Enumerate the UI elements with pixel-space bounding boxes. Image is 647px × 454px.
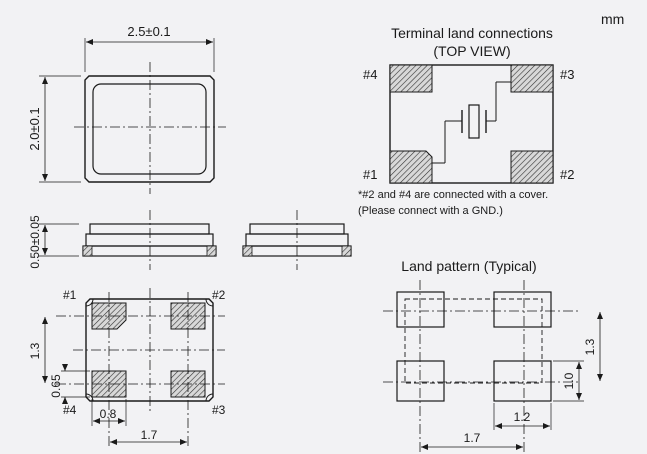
bottom-pad-width: 0.8 bbox=[100, 407, 117, 421]
side-view-front bbox=[39, 210, 217, 270]
terminal-label-4: #4 bbox=[363, 67, 377, 82]
bottom-pad-label-2: #2 bbox=[212, 288, 226, 302]
land-pad-height: 1.0 bbox=[562, 372, 576, 389]
terminal-note-2: (Please connect with a GND.) bbox=[358, 205, 503, 217]
bottom-pad-label-3: #3 bbox=[212, 403, 226, 417]
side-view-end bbox=[242, 210, 352, 270]
package-bottom-view bbox=[42, 288, 225, 446]
land-pattern-diagram bbox=[383, 280, 603, 452]
length-dimension: 2.5±0.1 bbox=[127, 24, 170, 39]
bottom-pad-label-1: #1 bbox=[63, 288, 77, 302]
terminal-diagram bbox=[389, 64, 554, 184]
land-pattern-title: Land pattern (Typical) bbox=[401, 258, 536, 274]
terminal-label-1: #1 bbox=[363, 167, 377, 182]
bottom-pad-height: 0.65 bbox=[49, 374, 63, 398]
land-pitch-horizontal: 1.7 bbox=[464, 431, 481, 445]
package-top-view bbox=[39, 38, 226, 194]
bottom-pad-label-4: #4 bbox=[63, 403, 77, 417]
terminal-label-3: #3 bbox=[560, 67, 574, 82]
bottom-pitch-vertical: 1.3 bbox=[28, 342, 42, 359]
land-pad-width: 1.2 bbox=[514, 410, 531, 424]
terminal-note-1: *#2 and #4 are connected with a cover. bbox=[358, 189, 548, 201]
terminal-title: Terminal land connections bbox=[391, 25, 553, 41]
terminal-label-2: #2 bbox=[560, 167, 574, 182]
width-dimension: 2.0±0.1 bbox=[27, 107, 42, 150]
land-pitch-vertical: 1.3 bbox=[583, 338, 597, 355]
height-dimension: 0.50±0.05 bbox=[28, 215, 42, 269]
unit-label: mm bbox=[601, 11, 624, 27]
bottom-pitch-horizontal: 1.7 bbox=[141, 428, 158, 442]
terminal-subtitle: (TOP VIEW) bbox=[433, 43, 510, 59]
